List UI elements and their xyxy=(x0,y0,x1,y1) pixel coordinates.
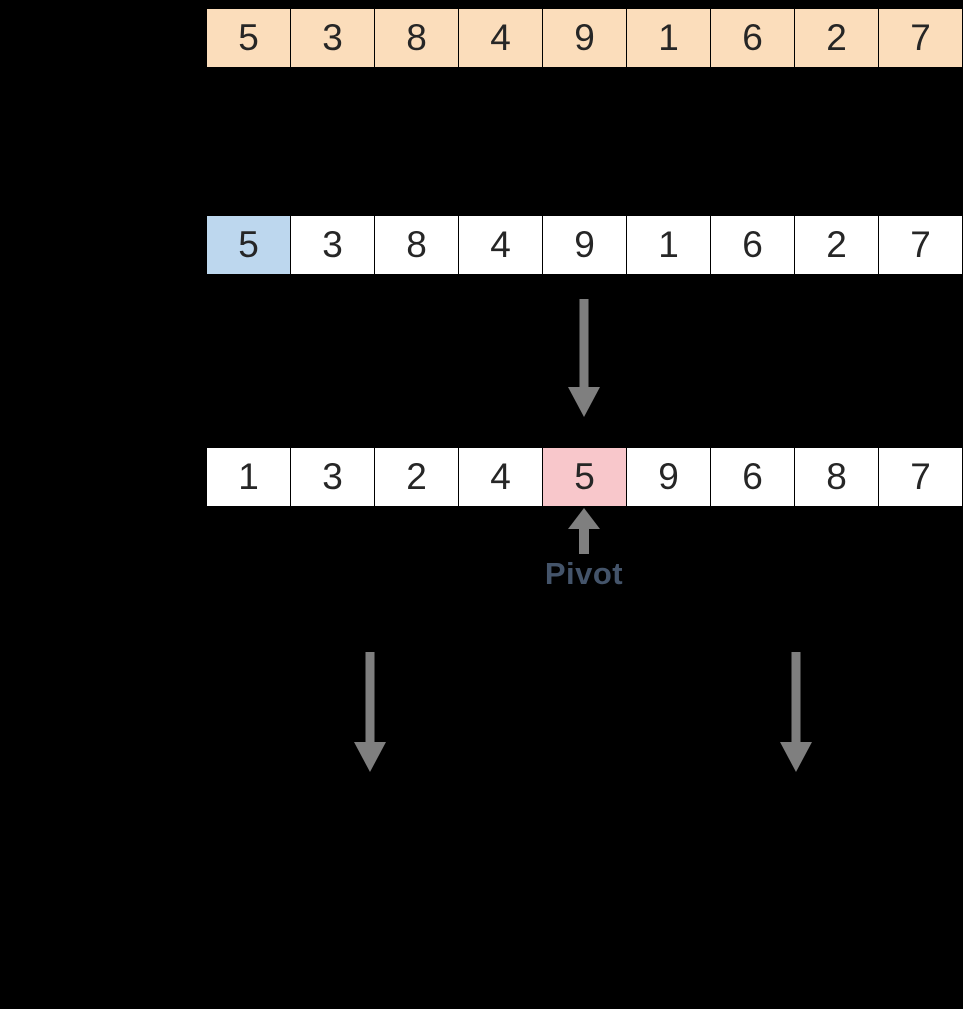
arrow-up-pivot-icon xyxy=(568,508,600,554)
array-cell: 2 xyxy=(794,215,878,275)
array-cell: 3 xyxy=(290,8,374,68)
arrow-down-right-partition-icon xyxy=(780,652,812,772)
pivot-label: Pivot xyxy=(544,556,624,591)
array-cell: 7 xyxy=(878,215,963,275)
array-cell: 1 xyxy=(626,8,710,68)
array-cell: 7 xyxy=(878,8,963,68)
array-cell: 6 xyxy=(710,8,794,68)
array-cell: 8 xyxy=(794,447,878,507)
array-cell: 1 xyxy=(206,447,290,507)
array-cell: 6 xyxy=(710,215,794,275)
array-cell: 8 xyxy=(374,8,458,68)
array-cell: 9 xyxy=(542,215,626,275)
array-cell: 5 xyxy=(206,8,290,68)
array-cell: 2 xyxy=(794,8,878,68)
array-cell: 5 xyxy=(206,215,290,275)
array-cell: 4 xyxy=(458,447,542,507)
array-cell: 4 xyxy=(458,215,542,275)
array-cell: 8 xyxy=(374,215,458,275)
array-cell: 5 xyxy=(542,447,626,507)
array-cell: 2 xyxy=(374,447,458,507)
array-cell: 9 xyxy=(542,8,626,68)
array-cell: 6 xyxy=(710,447,794,507)
array-cell: 4 xyxy=(458,8,542,68)
array-cell: 3 xyxy=(290,447,374,507)
array-cell: 1 xyxy=(626,215,710,275)
arrow-down-left-partition-icon xyxy=(354,652,386,772)
arrow-down-icon xyxy=(568,299,600,417)
array-cell: 3 xyxy=(290,215,374,275)
array-cell: 9 xyxy=(626,447,710,507)
array-cell: 7 xyxy=(878,447,963,507)
